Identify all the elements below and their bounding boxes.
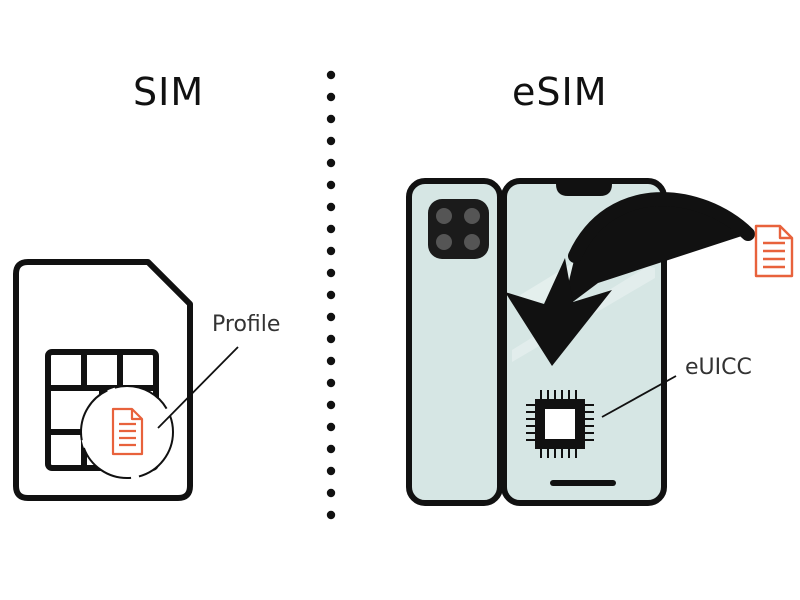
profile-leader-line — [157, 346, 239, 429]
euicc-leader-line — [601, 375, 677, 418]
profile-label: Profile — [212, 312, 281, 337]
esim-profile-document-icon — [754, 224, 794, 278]
euicc-label: eUICC — [685, 355, 752, 380]
phone-back-icon — [406, 178, 503, 506]
euicc-chip-icon — [526, 390, 594, 458]
profile-document-icon — [111, 407, 144, 456]
esim-title: eSIM — [512, 70, 608, 114]
curved-arrow-icon — [505, 192, 755, 366]
sim-card-icon — [13, 259, 193, 501]
dotted-divider — [326, 70, 336, 520]
sim-title: SIM — [133, 70, 205, 114]
